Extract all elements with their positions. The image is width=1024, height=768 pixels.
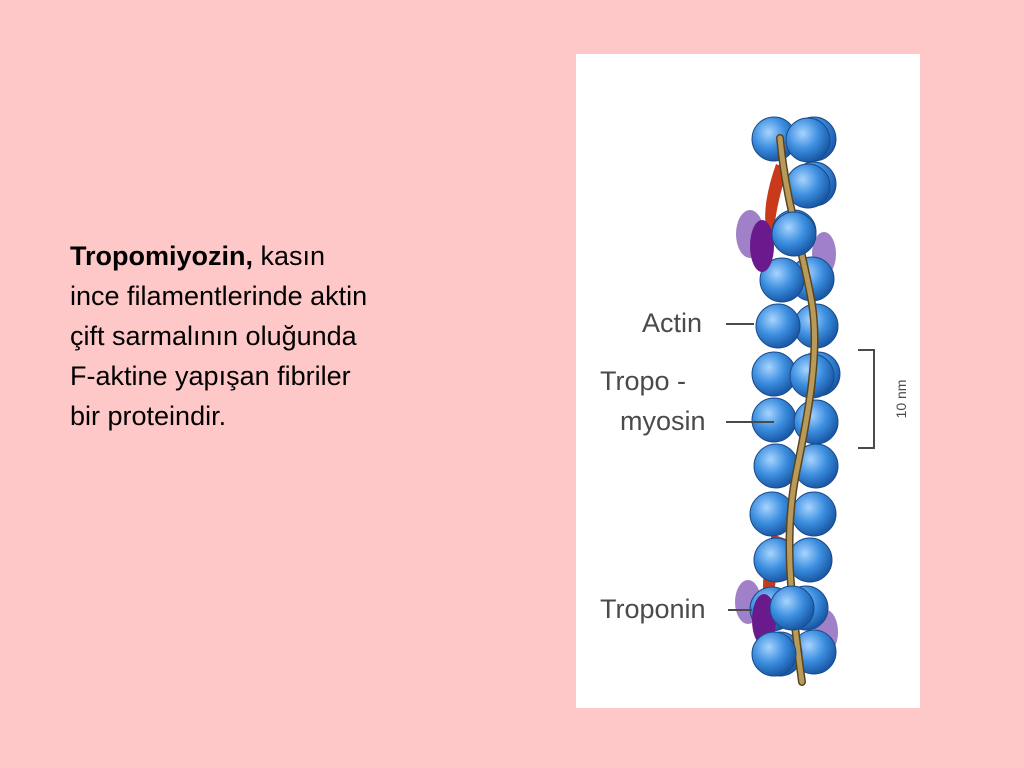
scale-label: 10 nm xyxy=(893,380,909,419)
description-line-1: Tropomiyozin, kasın xyxy=(70,236,490,276)
description-line-3: çift sarmalının oluğunda xyxy=(70,321,357,351)
description-line-2: ince filamentlerinde aktin xyxy=(70,281,368,311)
tropomyosin-label-line2: myosin xyxy=(620,406,706,436)
actin-label: Actin xyxy=(642,308,702,338)
scale-bracket xyxy=(858,349,875,449)
thin-filament-diagram: Actin Tropo - myosin Troponin 10 nm xyxy=(600,116,909,686)
troponin-label: Troponin xyxy=(600,594,706,624)
filament-figure: Actin Tropo - myosin Troponin 10 nm xyxy=(576,54,920,708)
description-line-1-rest: kasın xyxy=(253,241,326,271)
term-tropomiyozin: Tropomiyozin, xyxy=(70,241,254,271)
description-text: Tropomiyozin, kasın ince filamentlerinde… xyxy=(70,236,490,436)
tropomyosin-label-line1: Tropo - xyxy=(600,366,686,396)
description-line-4: F-aktine yapışan fibriler xyxy=(70,361,351,391)
description-line-5: bir proteindir. xyxy=(70,401,227,431)
